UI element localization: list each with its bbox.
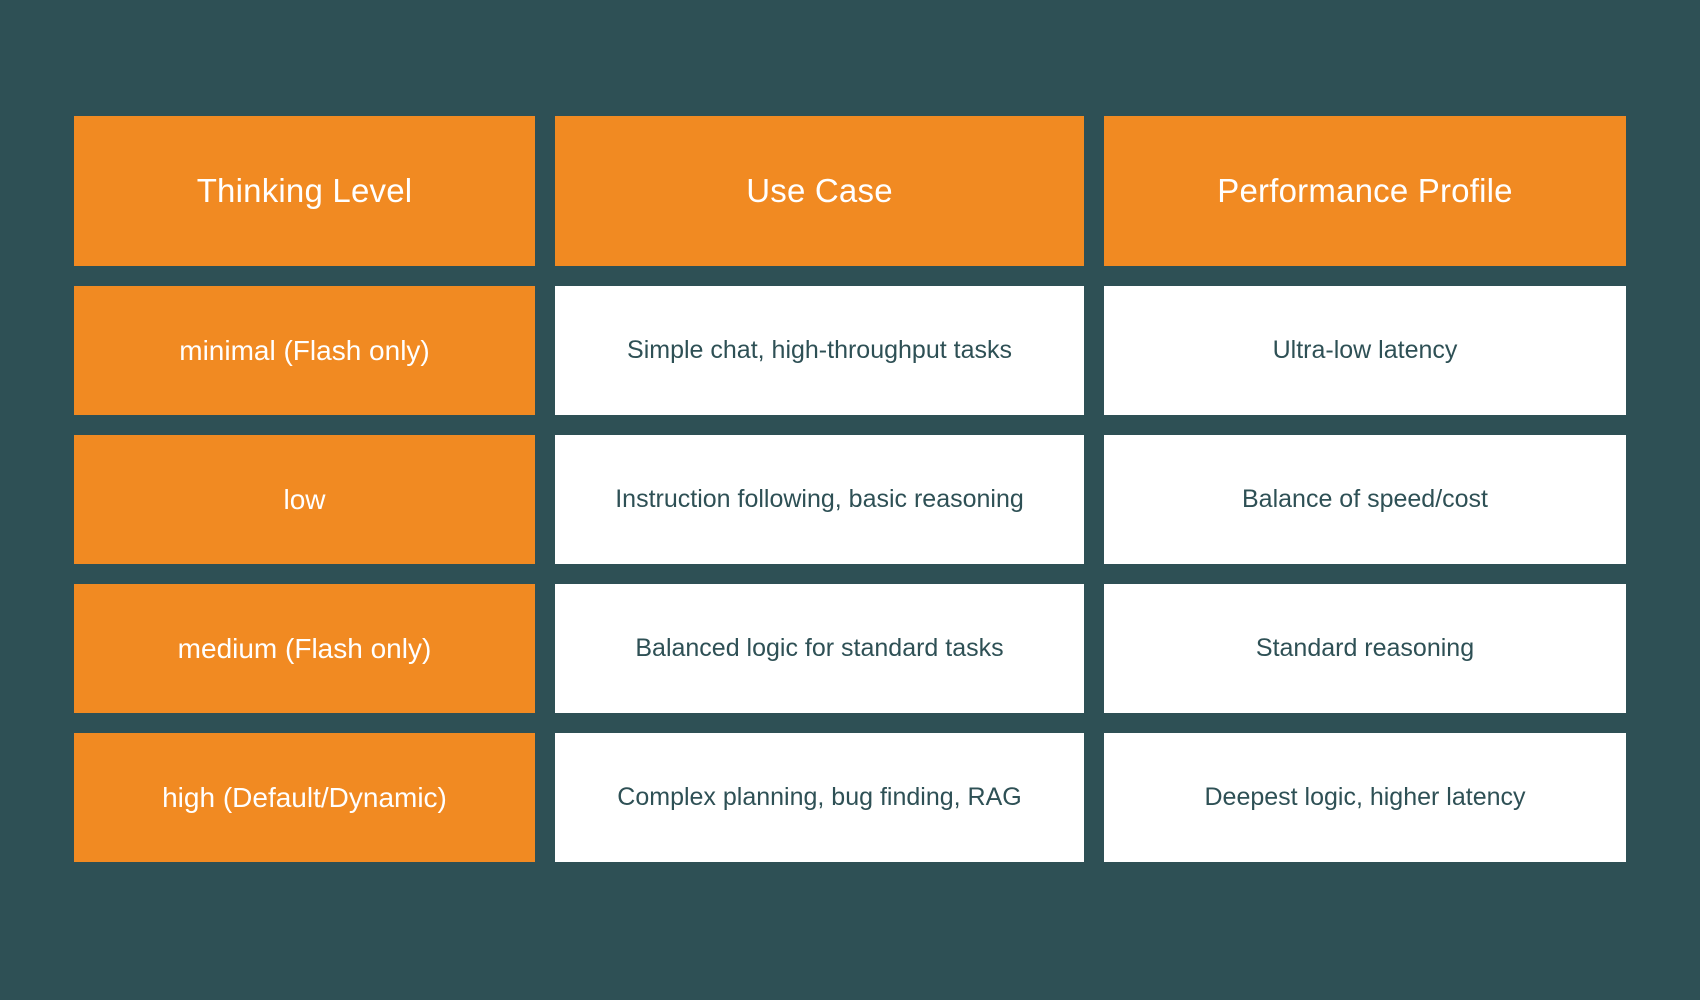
cell-use-case: Simple chat, high-throughput tasks <box>555 286 1084 415</box>
cell-thinking-level: low <box>74 435 535 564</box>
column-header-use-case: Use Case <box>555 116 1084 266</box>
table-row: high (Default/Dynamic) Complex planning,… <box>74 733 1626 862</box>
cell-use-case: Balanced logic for standard tasks <box>555 584 1084 713</box>
cell-thinking-level: minimal (Flash only) <box>74 286 535 415</box>
table-row: minimal (Flash only) Simple chat, high-t… <box>74 286 1626 415</box>
cell-performance-profile: Ultra-low latency <box>1104 286 1626 415</box>
cell-performance-profile: Standard reasoning <box>1104 584 1626 713</box>
cell-performance-profile: Deepest logic, higher latency <box>1104 733 1626 862</box>
cell-thinking-level: medium (Flash only) <box>74 584 535 713</box>
column-header-thinking-level: Thinking Level <box>74 116 535 266</box>
cell-use-case: Instruction following, basic reasoning <box>555 435 1084 564</box>
table-row: low Instruction following, basic reasoni… <box>74 435 1626 564</box>
table-header-row: Thinking Level Use Case Performance Prof… <box>74 116 1626 266</box>
column-header-performance-profile: Performance Profile <box>1104 116 1626 266</box>
table-row: medium (Flash only) Balanced logic for s… <box>74 584 1626 713</box>
cell-use-case: Complex planning, bug finding, RAG <box>555 733 1084 862</box>
cell-thinking-level: high (Default/Dynamic) <box>74 733 535 862</box>
cell-performance-profile: Balance of speed/cost <box>1104 435 1626 564</box>
thinking-level-comparison-table: Thinking Level Use Case Performance Prof… <box>74 116 1626 884</box>
